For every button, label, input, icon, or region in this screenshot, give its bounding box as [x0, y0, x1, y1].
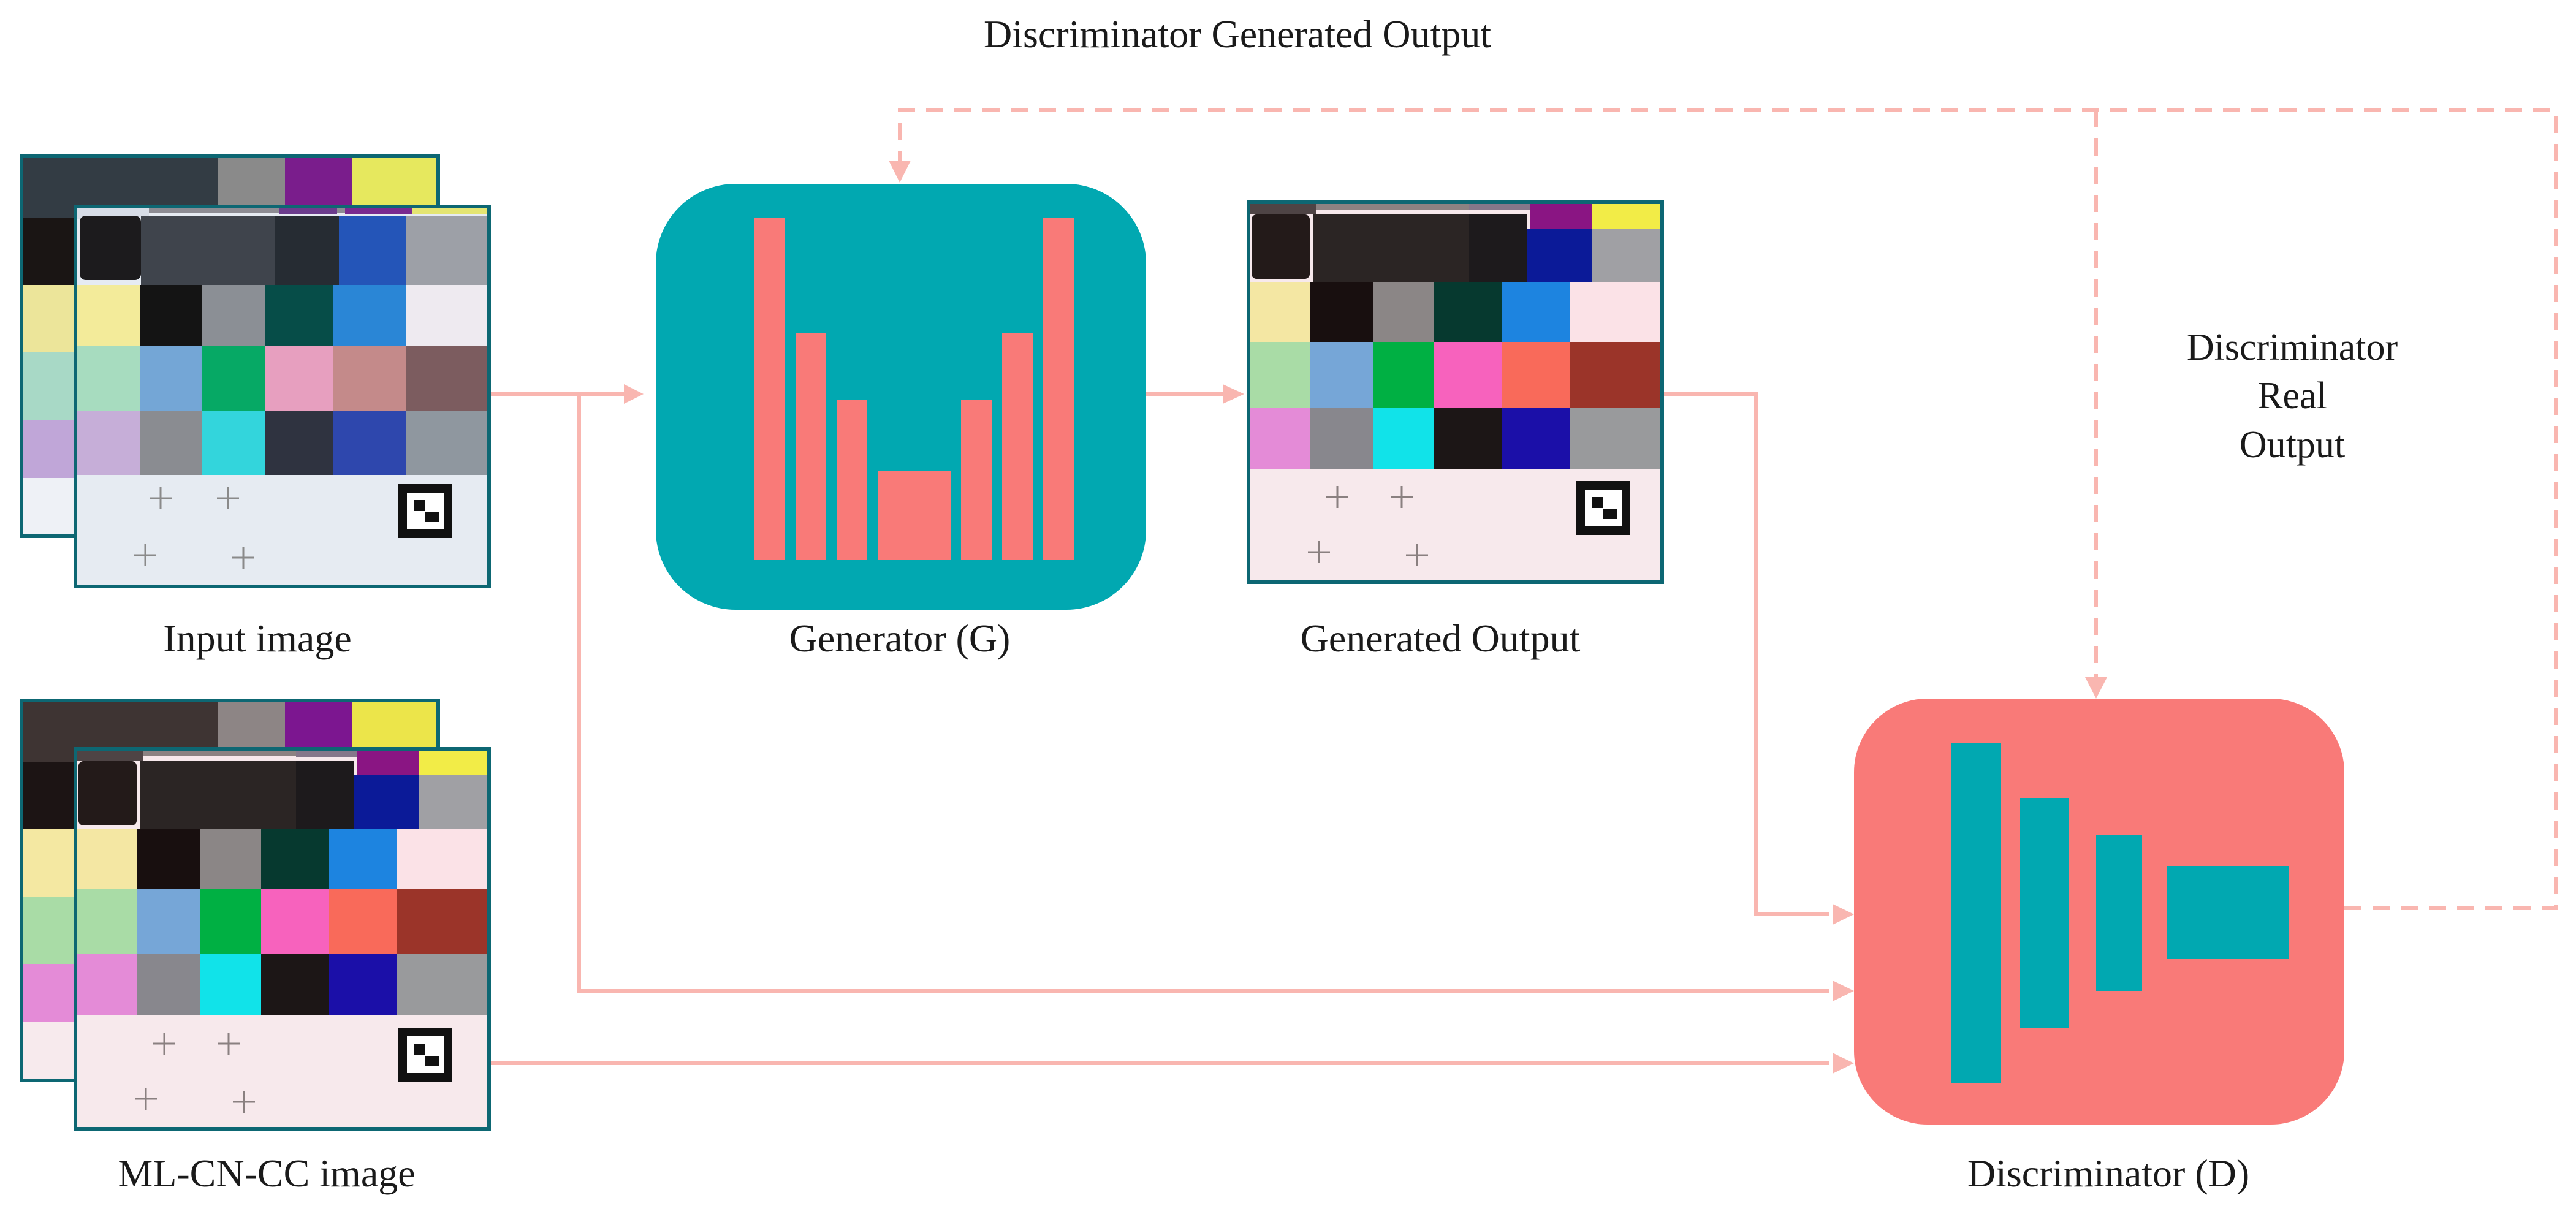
encoder-decoder-bars-icon	[754, 218, 1074, 560]
input-image-front	[75, 207, 489, 586]
funnel-bars-icon	[1951, 743, 2289, 1083]
input-image-stack	[20, 154, 491, 588]
feedback-loop	[898, 108, 2558, 910]
input-branch-line	[542, 392, 1829, 993]
discriminator-real-output-line-3: Output	[2239, 423, 2346, 466]
discriminator-label: Discriminator (D)	[1967, 1151, 2250, 1195]
arrowhead-disc-1	[1833, 904, 1854, 925]
ml-cn-cc-image-label: ML-CN-CC image	[118, 1151, 416, 1195]
output-to-discriminator-arrow	[1662, 392, 1829, 916]
discriminator-generated-output-label: Discriminator Generated Output	[984, 12, 1492, 56]
arrows	[489, 384, 1854, 1074]
discriminator-block	[1854, 699, 2344, 1125]
arrowhead-generator-top	[889, 161, 911, 183]
generator-block	[656, 184, 1146, 610]
input-image-label: Input image	[163, 616, 352, 660]
arrowhead-generator	[624, 384, 644, 404]
discriminator-real-output-line-2: Real	[2257, 375, 2327, 417]
discriminator-real-output-line-1: Discriminator	[2186, 327, 2398, 368]
generated-output-label: Generated Output	[1300, 616, 1581, 660]
ml-image-front	[75, 749, 489, 1129]
arrowhead-disc-2	[1833, 1053, 1854, 1074]
ml-cn-cc-image-stack	[20, 699, 491, 1131]
arrowhead-input-branch	[1833, 981, 1854, 1001]
discriminator-real-output-label: Discriminator Real Output	[2187, 324, 2398, 469]
discriminator-generated-loop	[898, 108, 2558, 910]
generated-output-image	[1247, 200, 1664, 584]
generator-label: Generator (G)	[789, 616, 1011, 660]
arrowhead-discriminator-top	[2085, 677, 2107, 699]
arrowhead-output	[1223, 384, 1244, 404]
